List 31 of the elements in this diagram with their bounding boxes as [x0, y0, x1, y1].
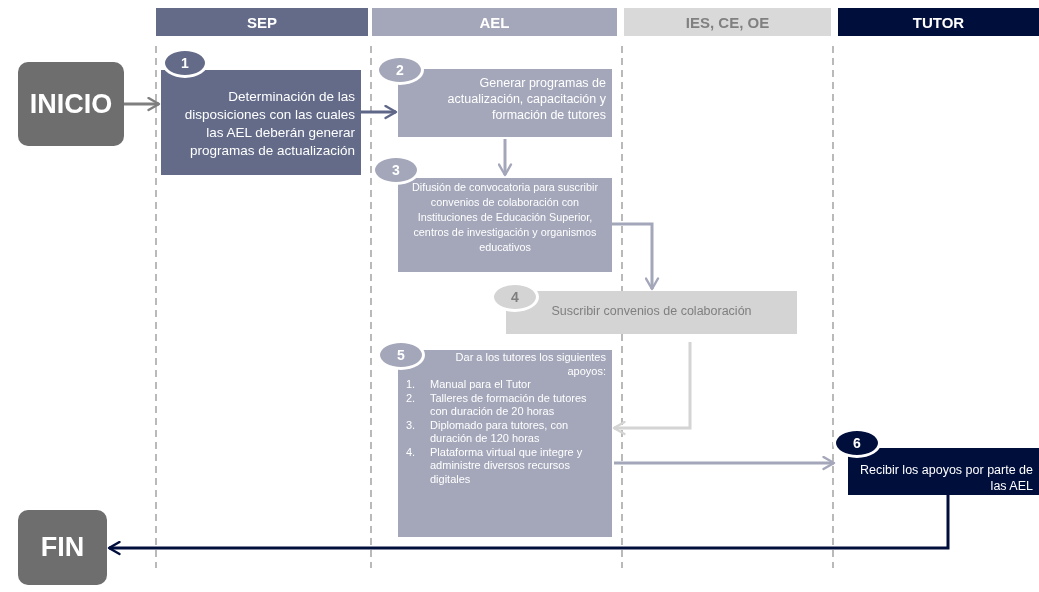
step-text: Dar a los tutores los siguientes apoyos: [454, 351, 606, 378]
list-item: Diplomado para tutores, con duración de 120 horas [430, 418, 570, 446]
lane-header: SEP [156, 8, 368, 36]
terminal-box: FIN [18, 510, 107, 585]
list-number: 4. [405, 445, 417, 460]
step-text: Generar programas de actualización, capacitación y formación de tutores [446, 75, 606, 123]
list-number: 2. [405, 391, 417, 406]
step-number-badge: 1 [162, 48, 208, 78]
list-item: Plataforma virtual que integre y administre diversos recursos digitales [430, 445, 584, 486]
list-number: 3. [405, 418, 417, 433]
arrow [614, 455, 836, 471]
arrow [612, 222, 660, 291]
arrow [124, 96, 161, 112]
step-number-badge: 6 [833, 428, 881, 458]
list-number: 1. [405, 378, 417, 392]
step-number-badge: 4 [491, 282, 539, 312]
step-number-badge: 2 [376, 55, 424, 85]
lane-header: AEL [372, 8, 617, 36]
step-number-badge: 5 [377, 340, 425, 370]
step-text: Suscribir convenios de colaboración [550, 303, 753, 319]
terminal-box: INICIO [18, 62, 124, 146]
arrow [612, 342, 692, 436]
arrow [107, 495, 950, 556]
arrow [361, 104, 398, 120]
step-text: Recibir los apoyos por parte de las AEL [859, 462, 1033, 494]
list-item: Talleres de formación de tutores con duración de 20 horas [430, 391, 588, 419]
list-item: Manual para el Tutor [430, 378, 531, 392]
step-text: Determinación de las disposiciones con las cuales las AEL deberán generar programas de actualización [183, 88, 355, 160]
lane-header: IES, CE, OE [624, 8, 831, 36]
lane-header: TUTOR [838, 8, 1039, 36]
arrow [497, 139, 513, 177]
